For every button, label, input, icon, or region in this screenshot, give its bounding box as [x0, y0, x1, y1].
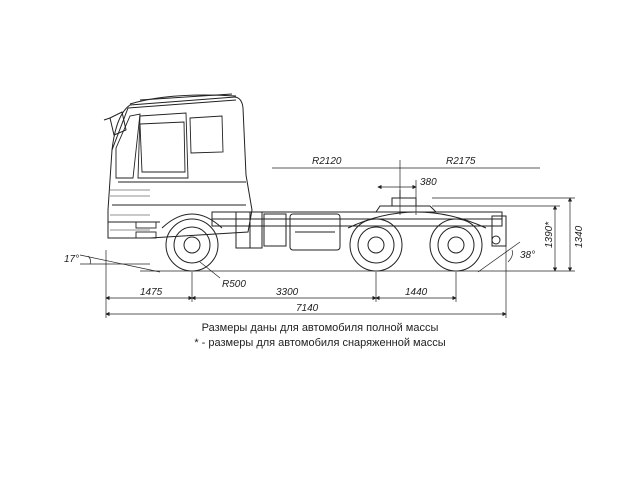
departure-angle-label: 38°: [520, 250, 535, 261]
rear-wheel-2: [429, 218, 483, 272]
wheel-radius-label: R500: [222, 279, 246, 290]
fifth-wheel: [375, 190, 438, 213]
rear-mudguard: [347, 211, 487, 229]
cab-outline: [107, 96, 253, 239]
fuel-tank: [289, 213, 341, 251]
rear-wheel-1: [349, 218, 403, 272]
cab-steps: [135, 221, 157, 239]
fifth-wheel-height-label: 1340: [574, 225, 585, 248]
windshield: [115, 113, 141, 179]
approach-angle-label: 17°: [64, 254, 79, 265]
front-overhang-label: 1475: [140, 287, 163, 298]
vertical-dimension-lines: [432, 197, 575, 272]
radius-front-label: R2120: [312, 156, 342, 167]
wheelbase-label: 3300: [276, 287, 299, 298]
front-wheel: [161, 213, 223, 272]
offset-380-line: [377, 180, 417, 215]
side-mirror: [103, 111, 127, 136]
r500-leader: [199, 261, 221, 279]
radius-rear-label: R2175: [446, 156, 476, 167]
fifth-wheel-height-unladen-label: 1390*: [544, 221, 555, 248]
dimension-lines: [105, 246, 507, 318]
offset-380-label: 380: [420, 177, 437, 188]
battery-box: [235, 211, 287, 249]
cab-spoiler: [129, 93, 237, 105]
rear-axle-spacing-label: 1440: [405, 287, 428, 298]
caption-curb-mass: * - размеры для автомобиля снаряженной м…: [194, 337, 446, 349]
approach-angle-line: [79, 254, 161, 273]
departure-angle-line: [477, 241, 521, 273]
overall-length-label: 7140: [296, 303, 319, 314]
cab-door: [137, 112, 224, 179]
rear-bumper: [491, 215, 507, 247]
caption-full-mass: Размеры даны для автомобиля полной массы: [201, 322, 439, 334]
cab-grille-lines: [110, 189, 150, 231]
